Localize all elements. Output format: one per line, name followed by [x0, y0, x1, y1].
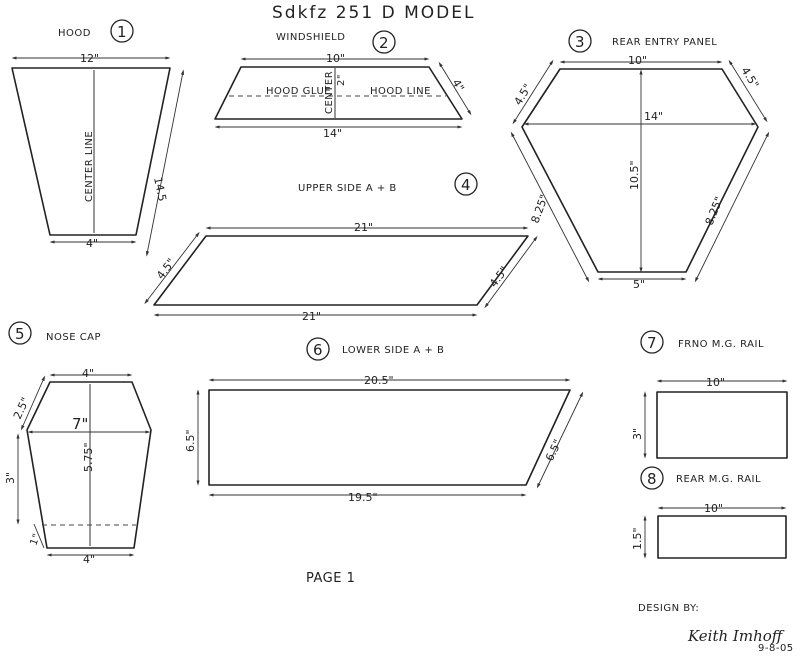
upper-side-right-dim [484, 235, 538, 309]
rear-rail-number-circle [640, 466, 664, 490]
part-front-mg-rail: 7 FRNO M.G. RAIL 10" 3" [631, 330, 788, 459]
rear-panel-lower-left-value: 8.25" [529, 193, 551, 225]
rear-panel-lower-right-dim [694, 131, 770, 283]
windshield-center-text: CENTER [324, 71, 335, 114]
lower-side-left-value: 6.5" [184, 429, 197, 452]
page-label: PAGE 1 [306, 571, 355, 586]
windshield-glue-right: HOOD LINE [370, 86, 431, 97]
part-upper-side: UPPER SIDE A + B 4 21" 21" 4.5" 4.5" [144, 172, 538, 323]
part-nose-cap: 5 NOSE CAP 7" 5.75" 4" 4" 2.5" 3" 1" [4, 321, 152, 566]
upper-side-number: 4 [461, 176, 471, 194]
rear-panel-number-circle [568, 29, 592, 53]
nose-cap-lower-side-dim [33, 523, 45, 549]
lower-side-outline [208, 389, 571, 486]
windshield-outline [214, 66, 463, 120]
rear-panel-upper-right-dim [728, 59, 768, 123]
rear-panel-top-value: 10" [628, 54, 647, 67]
rear-panel-width-value: 14" [644, 110, 663, 123]
front-rail-label: FRNO M.G. RAIL [678, 339, 764, 350]
upper-side-left-dim [144, 231, 200, 305]
rear-panel-number: 3 [575, 33, 585, 51]
lower-side-top-value: 20.5" [364, 374, 394, 387]
front-rail-number-circle [640, 330, 664, 354]
upper-side-bottom-value: 21" [302, 310, 321, 323]
nose-cap-label: NOSE CAP [46, 332, 101, 343]
rear-rail-label: REAR M.G. RAIL [676, 474, 761, 485]
nose-cap-width-value: 7" [72, 415, 88, 433]
rear-rail-outline [657, 515, 787, 559]
design-date: 9-8-05 [758, 643, 794, 654]
upper-side-number-circle [454, 172, 478, 196]
rear-rail-number: 8 [647, 470, 657, 488]
windshield-side-dim [438, 61, 472, 116]
nose-cap-number-circle [8, 321, 32, 345]
part-rear-mg-rail: 8 REAR M.G. RAIL 10" 1.5" [631, 466, 787, 559]
nose-cap-upper-side-value: 2.5" [11, 395, 32, 421]
rear-panel-lower-left-dim [510, 131, 590, 283]
lower-side-number-circle [306, 337, 330, 361]
lower-side-label: LOWER SIDE A + B [342, 345, 444, 356]
rear-panel-height-value: 10.5" [628, 160, 641, 190]
rear-panel-lower-right-value: 8.25" [703, 195, 726, 227]
windshield-label: WINDSHIELD [276, 32, 345, 43]
front-rail-length-value: 10" [706, 376, 725, 389]
sheet-title: Sdkfz 251 D MODEL [272, 3, 475, 23]
windshield-side-value: 4" [449, 77, 466, 94]
nose-cap-top-value: 4" [82, 367, 94, 380]
hood-side-value: 14.5 [151, 176, 169, 203]
rear-rail-height-value: 1.5" [631, 527, 644, 550]
nose-cap-number: 5 [15, 325, 25, 343]
windshield-top-value: 10" [326, 52, 345, 65]
nose-cap-left-value: 3" [4, 472, 17, 484]
windshield-number-circle [372, 30, 396, 54]
rear-panel-upper-right-value: 4.5" [738, 65, 761, 91]
windshield-glue-left: HOOD GLUE [266, 86, 331, 97]
lower-side-number: 6 [313, 341, 323, 359]
nose-cap-upper-side-dim [20, 375, 46, 431]
upper-side-outline [153, 235, 529, 306]
hood-number: 1 [117, 23, 127, 41]
upper-side-label: UPPER SIDE A + B [298, 183, 397, 194]
hood-top-value: 12" [80, 52, 99, 65]
rear-panel-outline [521, 68, 759, 273]
nose-cap-bottom-value: 4" [83, 553, 95, 566]
nose-cap-height-value: 5.75" [82, 442, 95, 472]
hood-label: HOOD [58, 28, 91, 39]
part-windshield: WINDSHIELD 2 HOOD GLUE HOOD LINE CENTER … [214, 30, 472, 140]
upper-side-top-value: 21" [354, 221, 373, 234]
rear-panel-upper-left-dim [512, 59, 554, 125]
part-hood: HOOD 1 CENTER LINE 12" 4" 14.5 [11, 19, 185, 257]
hood-side-dim [145, 69, 185, 257]
design-by-label: DESIGN BY: [638, 603, 699, 614]
lower-side-right-dim [536, 391, 584, 489]
front-rail-height-value: 3" [631, 428, 644, 440]
front-rail-number: 7 [647, 334, 657, 352]
rear-panel-label: REAR ENTRY PANEL [612, 37, 717, 48]
hood-bottom-value: 4" [86, 237, 98, 250]
lower-side-bottom-value: 19.5" [348, 491, 378, 504]
hood-outline [11, 67, 171, 236]
rear-rail-length-value: 10" [704, 502, 723, 515]
rear-panel-bottom-value: 5" [633, 278, 645, 291]
hood-number-circle [110, 19, 134, 43]
part-rear-entry-panel: 3 REAR ENTRY PANEL 14" 10.5" 10" 5" 4.5"… [510, 29, 770, 291]
front-rail-outline [656, 391, 788, 459]
windshield-number: 2 [379, 34, 389, 52]
designer-signature: Keith Imhoff [687, 627, 785, 645]
windshield-bottom-value: 14" [323, 127, 342, 140]
hood-center-text: CENTER LINE [84, 131, 95, 202]
windshield-center-height: 2" [336, 74, 347, 86]
nose-cap-lower-side-value: 1" [28, 532, 42, 547]
part-lower-side: 6 LOWER SIDE A + B 20.5" 19.5" 6.5" 6.5" [184, 337, 584, 504]
